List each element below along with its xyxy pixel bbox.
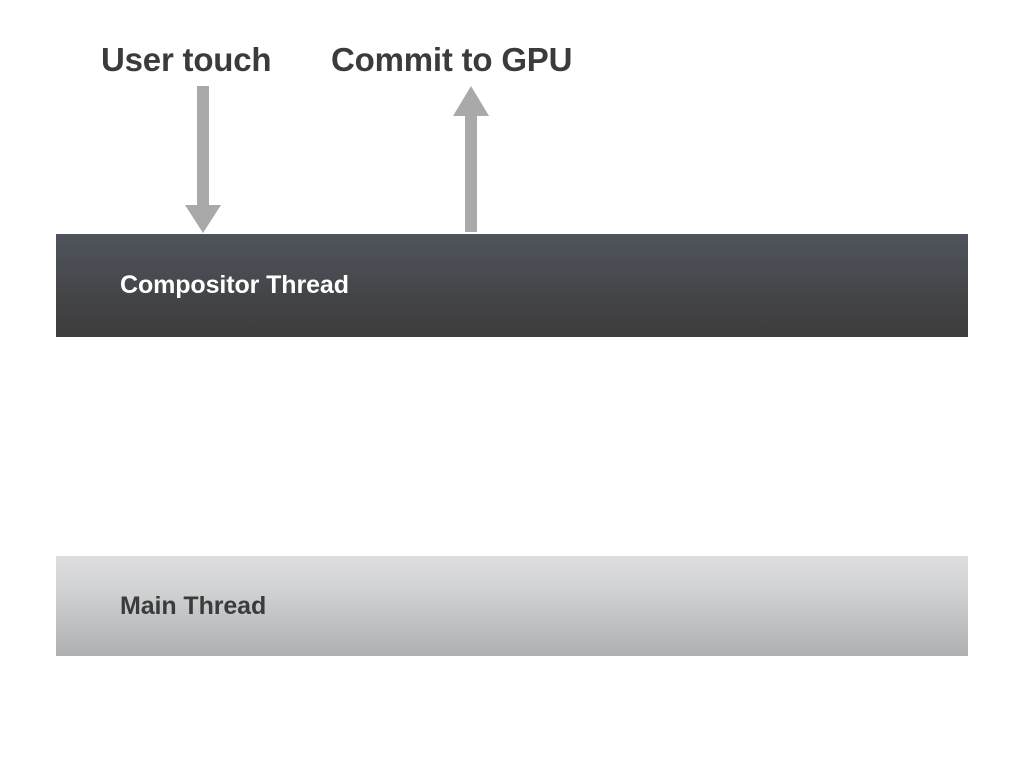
annotation-label-commit-to-gpu: Commit to GPU: [331, 41, 573, 78]
arrow-down-icon-user-touch: [185, 86, 221, 233]
thread-bar-main-thread: Main Thread: [56, 556, 968, 656]
thread-bar-compositor-thread: Compositor Thread: [56, 234, 968, 337]
arrow-up-icon-commit-to-gpu: [453, 86, 489, 232]
annotation-label-user-touch: User touch: [101, 41, 272, 78]
thread-bar-label-compositor-thread: Compositor Thread: [120, 271, 349, 299]
thread-bar-label-main-thread: Main Thread: [120, 591, 267, 620]
